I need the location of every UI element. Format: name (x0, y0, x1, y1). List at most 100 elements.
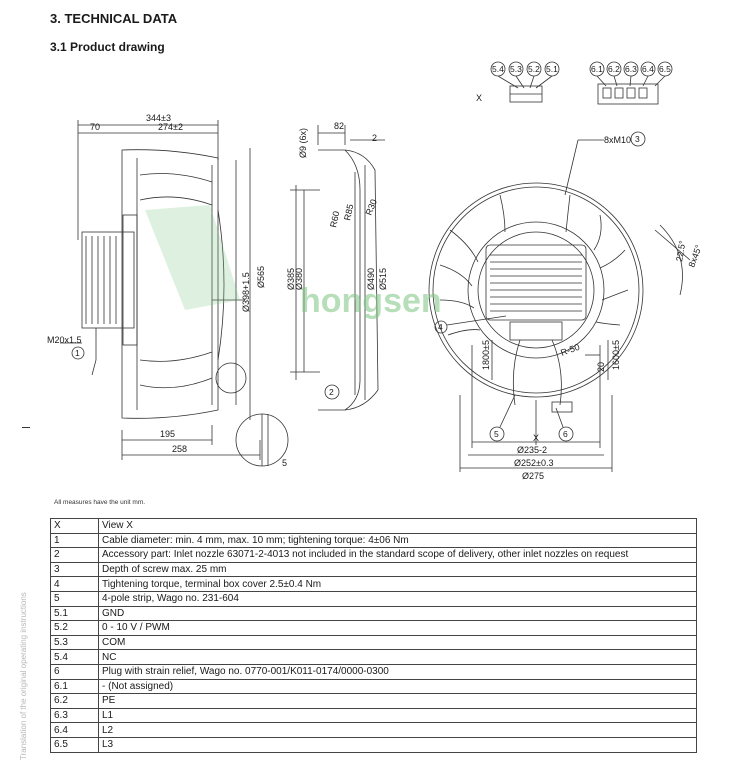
legend-description: Accessory part: Inlet nozzle 63071-2-401… (98, 547, 697, 563)
dim-258-label: 258 (172, 444, 187, 454)
legend-description: L1 (98, 707, 697, 724)
dim-380-label: Ø380 (294, 268, 304, 290)
dim-275-label: Ø275 (522, 471, 544, 481)
legend-description: L3 (98, 736, 697, 753)
callout-1: 1 (75, 348, 80, 358)
dim-2-label: 2 (372, 133, 377, 143)
measure-note: All measures have the unit mm. (54, 499, 146, 506)
legend-key: 6.1 (50, 678, 99, 695)
legend-key: 1 (50, 532, 99, 549)
dim-565-label: Ø565 (256, 266, 266, 288)
legend-description: COM (98, 634, 697, 651)
legend-description: 0 - 10 V / PWM (98, 620, 697, 636)
product-drawing: hongsen 5.4 5.3 5.2 5.1 6.1 6.2 6.3 6.4 … (40, 55, 730, 485)
callout-3: 3 (635, 134, 640, 144)
dim-82-label: 82 (334, 121, 344, 131)
dim-274-label: 274±2 (158, 122, 183, 132)
pin-5-1-label: 5.1 (546, 64, 558, 74)
dim-70-label: 70 (90, 122, 100, 132)
legend-key: 6.5 (50, 736, 99, 753)
dim-398-label: Ø398+1.5 (241, 272, 251, 312)
legend-description: GND (98, 605, 697, 622)
watermark-text: hongsen (300, 282, 442, 320)
legend-description: View X (98, 518, 697, 534)
legend-description: Depth of screw max. 25 mm (98, 561, 697, 578)
legend-description: - (Not assigned) (98, 678, 697, 695)
dim-45-label: 8x45° (686, 243, 703, 269)
side-view (60, 120, 289, 467)
subsection-title: 3.1 Product drawing (50, 40, 165, 54)
legend-key: 6 (50, 663, 99, 680)
watermark-logo (145, 205, 240, 310)
margin-mark (22, 427, 30, 428)
legend-key: 6.2 (50, 693, 99, 709)
pin-6-3-label: 6.3 (625, 64, 637, 74)
side-text: Translation of the original operating in… (19, 592, 28, 760)
pin-6-2-label: 6.2 (608, 64, 620, 74)
pin-6-4-label: 6.4 (642, 64, 654, 74)
legend-key: 5.4 (50, 649, 99, 665)
callout-5: 5 (494, 429, 499, 439)
legend-description: 4-pole strip, Wago no. 231-604 (98, 590, 697, 607)
dim-r50-label: R-50 (559, 342, 581, 358)
pin-6-1-label: 6.1 (591, 64, 603, 74)
dim-385-label: Ø385 (286, 268, 296, 290)
front-view (428, 131, 691, 472)
legend-key: 3 (50, 561, 99, 578)
callout-6: 6 (563, 429, 568, 439)
dim-515-label: Ø515 (378, 268, 388, 290)
legend-description: Cable diameter: min. 4 mm, max. 10 mm; t… (98, 532, 697, 549)
dim-490-label: Ø490 (366, 268, 376, 290)
pin-5-4-label: 5.4 (492, 64, 504, 74)
dim-r60-label: R60 (328, 210, 341, 228)
dim-195-label: 195 (160, 429, 175, 439)
dim-20-label: 20 (596, 362, 606, 372)
dim-1800-right-label: 1600±5 (611, 340, 621, 370)
legend-description: PE (98, 693, 697, 709)
dim-r85-label: R85 (342, 203, 355, 221)
dim-1800-left-label: 1800±5 (481, 340, 491, 370)
callout-2: 2 (329, 387, 334, 397)
dim-344-label: 344±3 (146, 113, 171, 123)
connector-strips (490, 61, 673, 105)
dim-r30-label: R30 (364, 198, 379, 217)
dim-9-label: Ø9 (6x) (298, 128, 308, 158)
legend-key: 4 (50, 576, 99, 592)
nozzle-view (290, 125, 385, 411)
dim-5-label: 5 (282, 458, 287, 468)
view-x-label-top: X (476, 93, 482, 103)
dim-m20-label: M20x1.5 (47, 335, 82, 345)
callout-4: 4 (438, 322, 443, 332)
legend-description: Tightening torque, terminal box cover 2.… (98, 576, 697, 592)
product-drawing-svg: hongsen 5.4 5.3 5.2 5.1 6.1 6.2 6.3 6.4 … (47, 61, 704, 481)
pin-5-3-label: 5.3 (510, 64, 522, 74)
dim-252-label: Ø252±0.3 (514, 458, 553, 468)
pin-6-5-label: 6.5 (659, 64, 671, 74)
legend-description: Plug with strain relief, Wago no. 0770-0… (98, 663, 697, 680)
legend-key: 5.3 (50, 634, 99, 651)
legend-description: NC (98, 649, 697, 665)
dim-22-label: 22.5° (674, 239, 688, 262)
legend-key: 6.3 (50, 707, 99, 724)
legend-description: L2 (98, 722, 697, 738)
dim-m10-label: 8xM10 (604, 135, 631, 145)
legend-key: 5.1 (50, 605, 99, 622)
legend-key: 5 (50, 590, 99, 607)
